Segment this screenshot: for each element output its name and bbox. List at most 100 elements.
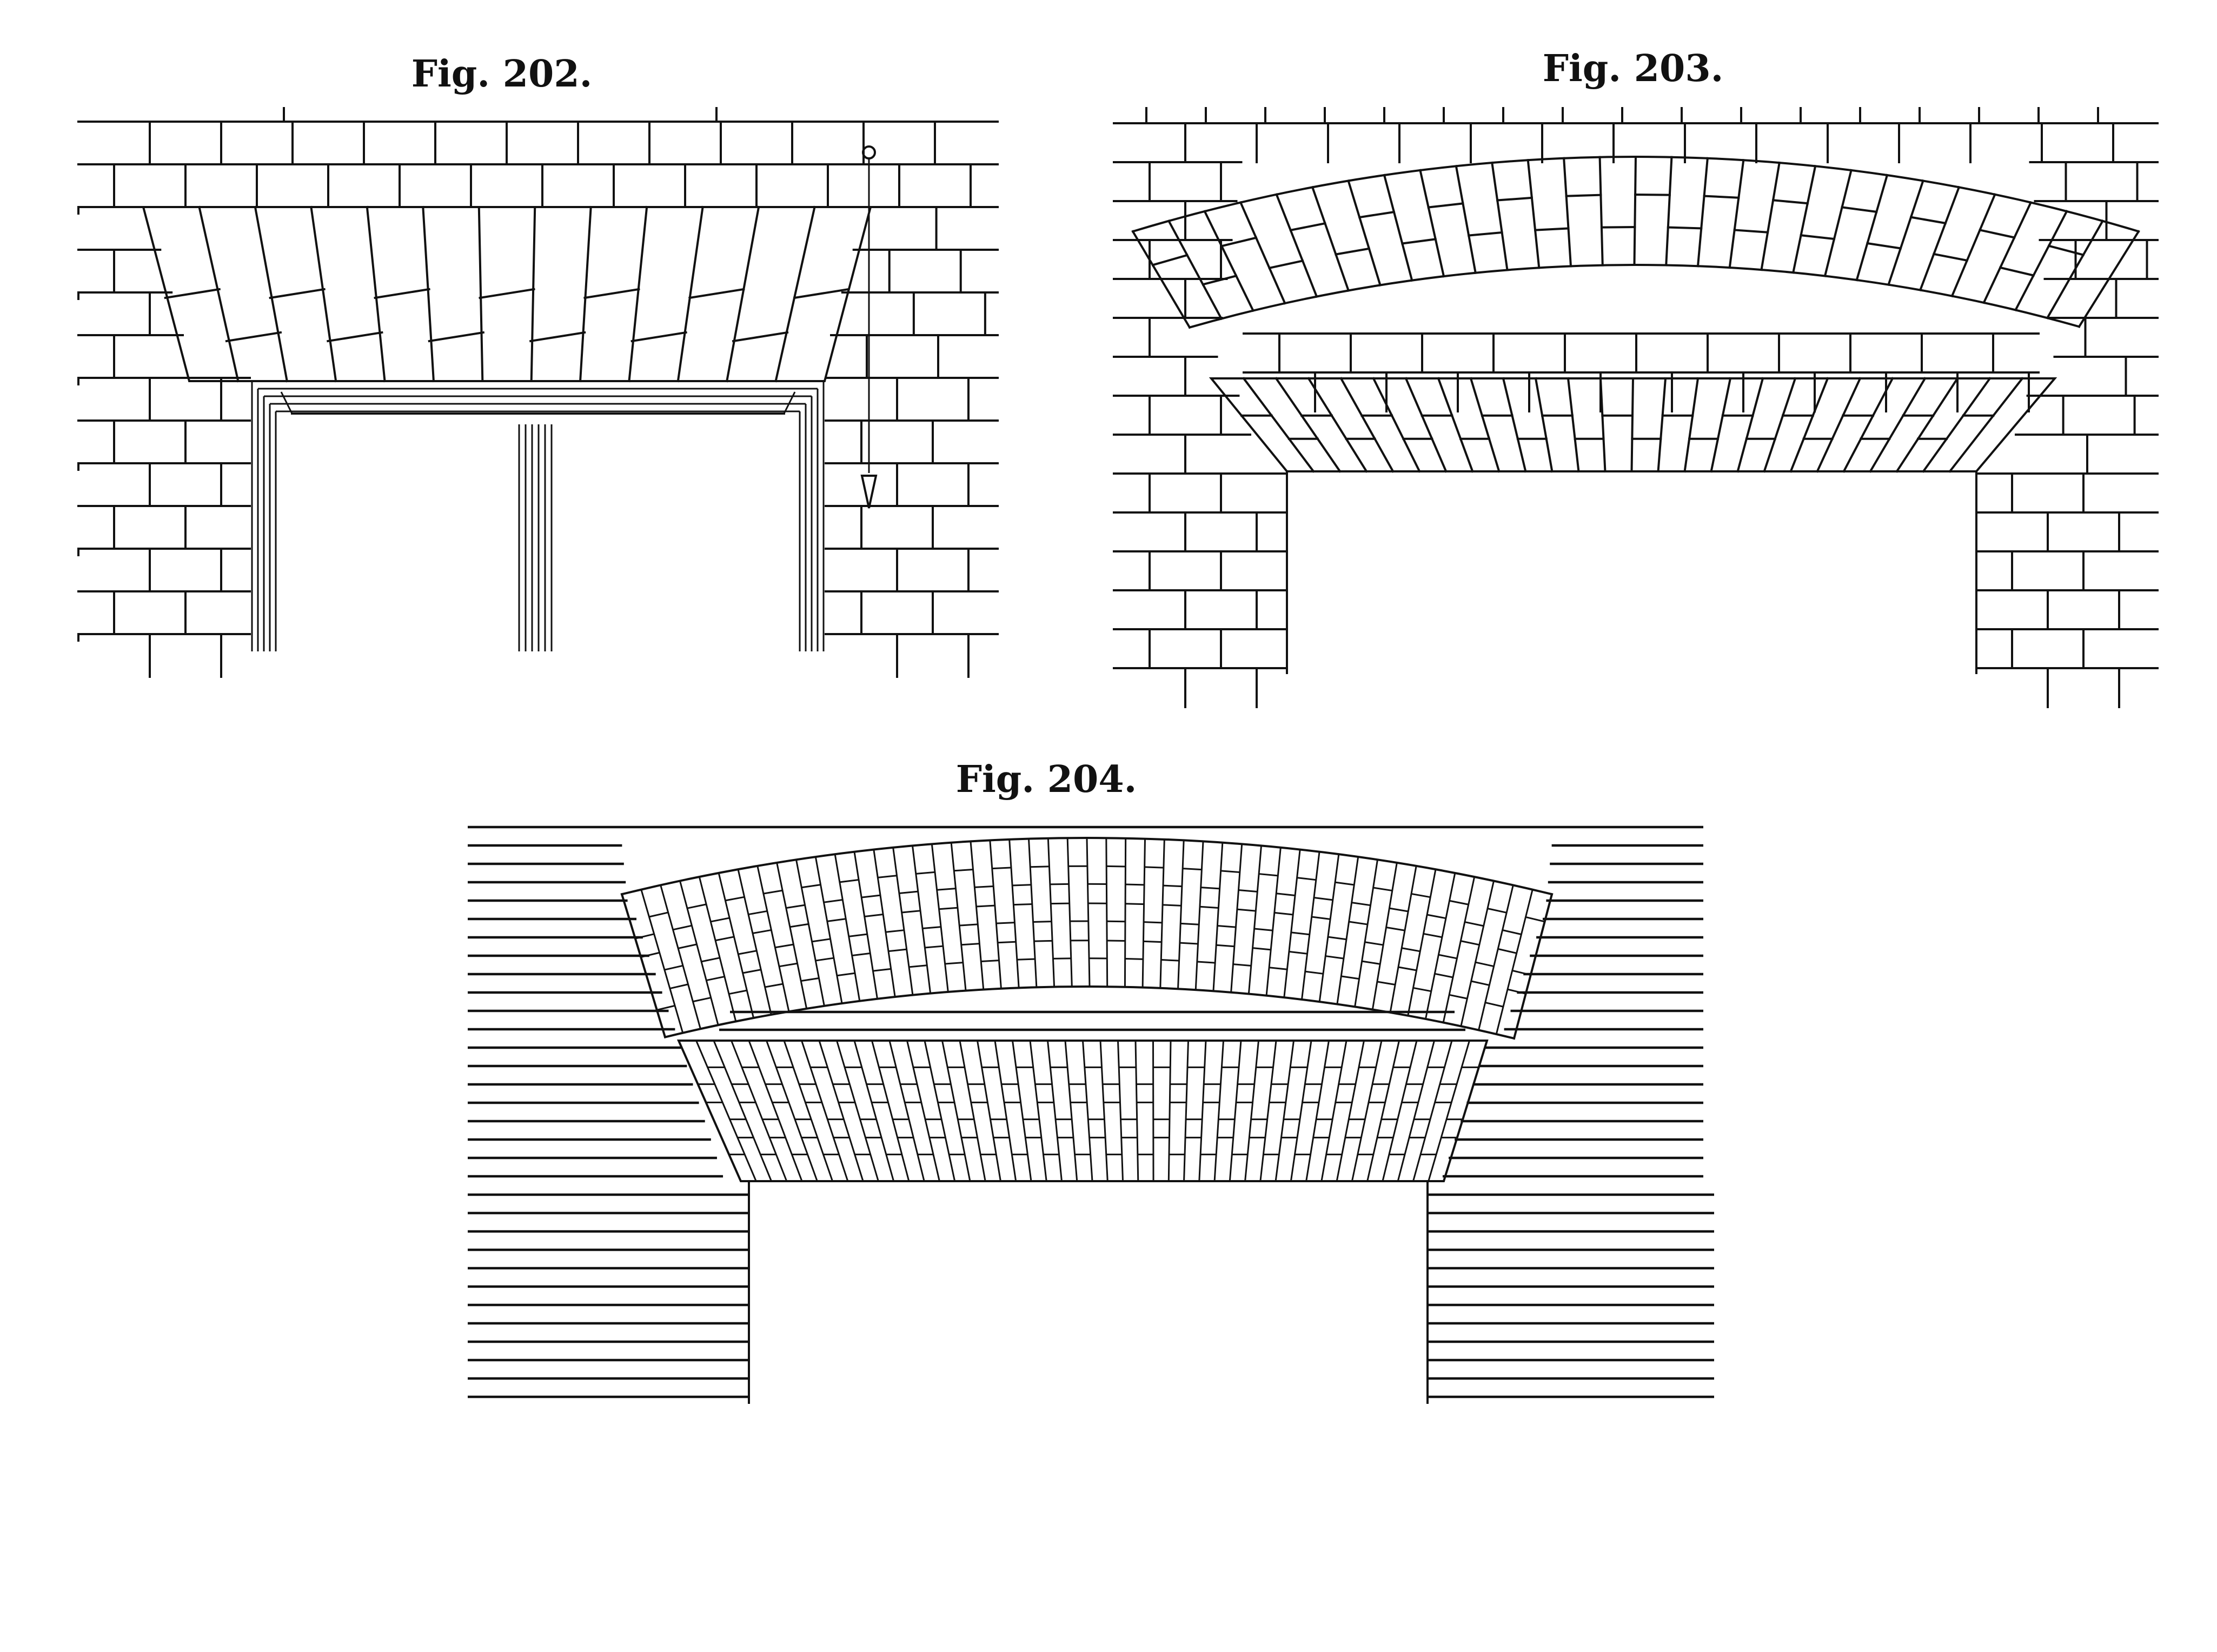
cross-joint (1179, 942, 1198, 945)
cross-joint (1258, 873, 1278, 877)
cross-joint (1487, 908, 1507, 914)
cross-joint (992, 867, 1012, 870)
cross-joint (1475, 961, 1494, 968)
voussoir-joint (1318, 854, 1340, 1002)
voussoir-cross-joint (1496, 196, 1534, 202)
cross-joint (1197, 961, 1216, 964)
cross-joint (1297, 877, 1316, 881)
cross-joint (959, 923, 978, 927)
cross-joint (1502, 929, 1522, 935)
cross-joint (789, 923, 809, 928)
voussoir-joint (366, 205, 386, 383)
voussoir-cross-joint (1600, 225, 1636, 229)
voussoir-joint (1066, 838, 1073, 987)
voussoir-joint (1442, 876, 1476, 1023)
cross-joint (1413, 987, 1432, 992)
voussoir-joint (1728, 158, 1745, 269)
cross-joint (1327, 936, 1347, 941)
voussoir-cross-joint (583, 288, 640, 299)
cross-joint (1497, 948, 1517, 954)
figure-204-flat-arch (676, 1040, 1489, 1182)
cross-joint (1125, 883, 1145, 886)
voussoir-cross-joint (1335, 247, 1371, 256)
voussoir-joint (1598, 156, 1604, 267)
voussoir-joint (1259, 1040, 1277, 1182)
voussoir-joint (892, 847, 914, 995)
voussoir-joint (1397, 1040, 1435, 1182)
voussoir-joint (1424, 872, 1456, 1020)
voussoir-cross-joint (1151, 254, 1189, 267)
cross-joint (976, 904, 995, 908)
voussoir-cross-joint (1220, 236, 1258, 248)
voussoir-joint (1028, 838, 1038, 988)
voussoir-joint (871, 1040, 910, 1182)
cross-joint (812, 938, 831, 943)
voussoir-joint (1159, 839, 1165, 988)
cross-joint (664, 964, 683, 971)
flat-arch-outline (142, 206, 872, 382)
cross-joint (800, 977, 819, 982)
plumb-bob (860, 475, 878, 509)
voussoir-joint (853, 1040, 895, 1182)
cross-joint (839, 878, 859, 883)
cross-joint (1217, 925, 1236, 928)
voussoir-cross-joint (1932, 252, 1969, 262)
voussoir-joint (1099, 1040, 1108, 1182)
voussoir-joint (1372, 377, 1421, 473)
voussoir-joint (834, 854, 861, 1002)
cross-joint (715, 936, 734, 942)
voussoir-joint (2046, 219, 2105, 319)
cross-joint (1311, 916, 1331, 920)
cross-joint (710, 917, 730, 923)
voussoir-joint (1437, 377, 1474, 473)
voussoir-joint (1177, 840, 1185, 989)
voussoir-joint (1008, 839, 1020, 988)
cross-joint (763, 889, 783, 895)
cross-joint (974, 885, 994, 888)
voussoir-joint (931, 844, 949, 992)
voussoir-joint (1275, 193, 1318, 298)
voussoir-joint (1212, 842, 1224, 991)
voussoir-joint (1305, 1040, 1330, 1182)
cross-joint (1507, 988, 1526, 995)
voussoir-joint (1869, 377, 1927, 473)
cross-joint (915, 871, 935, 875)
voussoir-joint (1982, 201, 2033, 304)
voussoir-cross-joint (1979, 229, 2016, 239)
voussoir-joint (766, 1040, 818, 1182)
voussoir-joint (1683, 377, 1700, 473)
voussoir-joint (1242, 377, 1315, 473)
voussoir-joint (1383, 174, 1413, 282)
voussoir-joint (1534, 377, 1554, 473)
cross-joint (922, 926, 941, 929)
cross-joint (961, 943, 980, 946)
voussoir-joint (1183, 1040, 1189, 1182)
voussoir-joint (1736, 377, 1764, 473)
voussoir-joint (989, 840, 1002, 989)
cross-joint (1143, 940, 1162, 943)
voussoir-joint (1141, 838, 1146, 988)
cross-joint (1325, 955, 1344, 960)
relieving-arch-skewback (1131, 230, 1191, 329)
cross-joint (824, 898, 843, 903)
relieving-arch-skewback (620, 892, 667, 1039)
voussoir-joint (530, 205, 536, 383)
voussoir-cross-joint (1771, 199, 1809, 205)
cross-joint (852, 952, 871, 957)
cross-joint (1233, 963, 1251, 967)
voussoir-joint (1460, 881, 1495, 1027)
voussoir-joint (698, 876, 737, 1022)
plumb-line-icon (860, 145, 878, 509)
figure-203-relieving-arch (1131, 155, 2140, 329)
figure-203: Fig. 203. (1113, 47, 2159, 708)
cross-joint (1373, 887, 1393, 892)
cross-joint (815, 957, 834, 962)
voussoir-cross-joint (269, 288, 326, 299)
cross-joint (954, 869, 973, 872)
voussoir-joint (198, 205, 240, 383)
voussoir-joint (1152, 1040, 1154, 1182)
voussoir-joint (1599, 377, 1607, 473)
voussoir-joint (1265, 847, 1282, 996)
voussoir-cross-joint (479, 288, 535, 299)
voussoir-joint (1029, 1040, 1047, 1182)
